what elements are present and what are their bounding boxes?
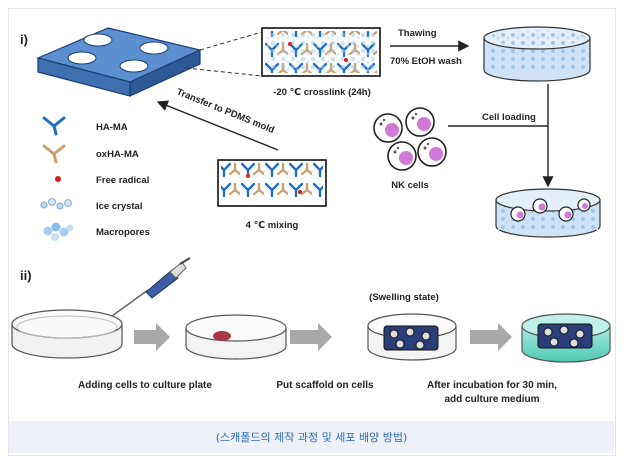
mixing-network-box — [217, 159, 327, 207]
wash-label: 70% EtOH wash — [390, 56, 462, 67]
pdms-mold — [36, 27, 202, 97]
ha-ma-icon — [42, 116, 66, 136]
cell-loaded-scaffold-dish — [495, 188, 601, 238]
step-arrow — [290, 323, 332, 351]
nk-cells-cluster — [373, 107, 447, 171]
legend: HA-MA oxHA-MA Free radical Ice crystal M… — [40, 116, 150, 241]
nk-cells-label: NK cells — [391, 180, 429, 191]
step-arrow — [134, 323, 170, 351]
zoom-line — [185, 67, 263, 77]
figure-caption: (스캐폴드의 제작 과정 및 세포 배양 방법) — [215, 431, 408, 444]
zoom-line — [199, 31, 263, 51]
panel-i-label: i) — [20, 32, 28, 47]
macropores-icon — [43, 222, 74, 241]
legend-label: HA-MA — [96, 122, 128, 133]
crosslink-network-box — [261, 27, 381, 77]
step2-label: Put scaffold on cells — [276, 380, 374, 391]
step1-label: Adding cells to culture plate — [78, 380, 212, 391]
legend-label: Ice crystal — [96, 201, 142, 212]
dish-with-scaffold — [367, 313, 457, 361]
cell-loading-label: Cell loading — [482, 112, 536, 123]
step-arrow — [470, 323, 512, 351]
step3-label-line2: add culture medium — [444, 394, 539, 405]
free-radical-icon — [55, 176, 61, 182]
legend-label: oxHA-MA — [96, 149, 139, 160]
step3-label-line1: After incubation for 30 min, — [427, 380, 557, 391]
legend-label: Macropores — [96, 227, 150, 238]
dish-with-medium — [521, 313, 611, 363]
caption-bar: (스캐폴드의 제작 과정 및 세포 배양 방법) — [9, 421, 614, 453]
empty-culture-dish — [11, 309, 123, 359]
ice-crystal-icon — [40, 198, 72, 210]
crosslink-label: -20 ℃ crosslink (24h) — [273, 87, 371, 98]
panel-ii-label: ii) — [20, 268, 32, 283]
transfer-arrow — [156, 100, 279, 151]
oxha-ma-icon — [42, 144, 66, 164]
pipette-icon — [111, 257, 191, 317]
swelling-label: (Swelling state) — [369, 292, 439, 303]
mixing-label: 4 ℃ mixing — [246, 220, 299, 231]
thawing-label: Thawing — [398, 28, 437, 39]
legend-label: Free radical — [96, 175, 149, 186]
washed-scaffold-dish — [483, 26, 591, 82]
dish-with-cells — [185, 314, 287, 360]
